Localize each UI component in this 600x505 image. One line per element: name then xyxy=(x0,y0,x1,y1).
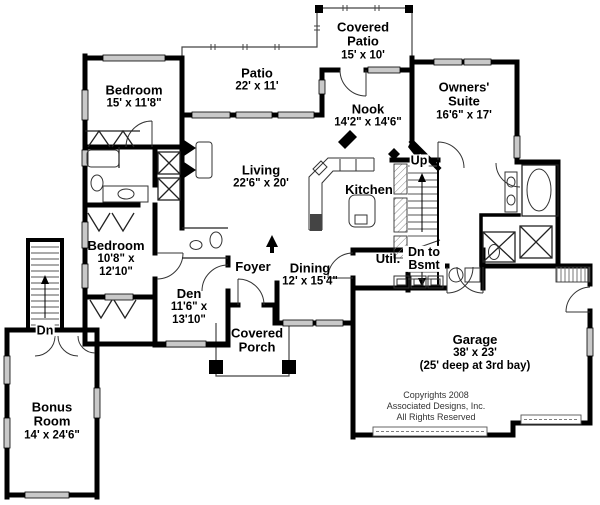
fireplace-wedge xyxy=(184,162,196,178)
bathtub xyxy=(86,149,120,168)
sink xyxy=(117,188,135,200)
nook-corner-decor xyxy=(338,130,357,149)
room-name: Patio xyxy=(241,65,273,81)
room-dims: 10'8" x 12'10" xyxy=(97,253,135,279)
water-heater xyxy=(448,267,464,283)
owners-tub xyxy=(526,168,552,212)
copyright-line-3: All Rights Reserved xyxy=(396,411,476,422)
room-dims: 14' x 24'6" xyxy=(24,428,80,441)
room-label-patio: Patio 22' x 11' xyxy=(217,65,297,94)
room-name: Den xyxy=(176,286,202,302)
room-label-den: Den 11'6" x 13'10" xyxy=(163,286,215,327)
room-name: Garage xyxy=(452,332,498,348)
room-label-kitchen: Kitchen xyxy=(334,181,404,197)
room-label-dining: Dining 12' x 15'4" xyxy=(265,260,355,289)
room-name: Living xyxy=(241,162,281,178)
kitchen-island xyxy=(348,194,376,228)
vanity xyxy=(102,185,149,203)
porch-post xyxy=(282,360,296,374)
room-dims: 11'6" x 13'10" xyxy=(170,301,208,327)
windows xyxy=(3,54,594,499)
room-dims: 38' x 23' xyxy=(453,347,497,360)
fixtures xyxy=(86,141,552,289)
sink xyxy=(506,194,516,206)
room-label-nook: Nook 14'2" x 14'6" xyxy=(308,101,428,130)
room-dims: 16'6" x 17' xyxy=(436,108,492,121)
copyright-notice: Copyrights 2008 Associated Designs, Inc.… xyxy=(351,390,521,422)
stair-newel xyxy=(388,148,400,160)
sink xyxy=(189,240,203,250)
room-name: Bedroom xyxy=(105,82,163,98)
room-name: Nook xyxy=(351,101,385,117)
room-label-living: Living 22'6" x 20' xyxy=(216,162,306,191)
patio-post xyxy=(315,5,323,13)
solid-elements xyxy=(184,5,424,374)
sink xyxy=(506,176,516,188)
room-label-bedroom-1: Bedroom 15' x 11'8" xyxy=(89,82,179,111)
room-dims: 22' x 11' xyxy=(235,80,279,93)
foyer-decor xyxy=(266,235,278,247)
room-name: Bedroom xyxy=(87,238,145,254)
room-label-owners-suite: Owners' Suite 16'6" x 17' xyxy=(432,80,496,121)
toilet xyxy=(90,174,104,192)
room-label-utility: Util. xyxy=(368,250,408,266)
room-label-foyer: Foyer xyxy=(223,258,283,274)
room-name: Bonus Room xyxy=(31,399,73,429)
fireplace-hearth xyxy=(195,141,213,179)
room-dims: 15' x 11'8" xyxy=(106,97,162,110)
stair-label-down-bonus: Dn xyxy=(35,323,55,338)
owners-vanity xyxy=(504,171,518,213)
toilet xyxy=(488,244,500,260)
stair-label-up: Up xyxy=(409,153,429,168)
room-name: Covered Patio xyxy=(336,19,390,49)
room-label-bonus-room: Bonus Room 14' x 24'6" xyxy=(22,400,82,441)
room-note: (25' deep at 3rd bay) xyxy=(419,360,531,373)
room-label-garage: Garage 38' x 23' (25' deep at 3rd bay) xyxy=(375,332,575,373)
suite-entry-decor xyxy=(408,139,424,157)
room-name: Owners' Suite xyxy=(438,79,490,109)
hatched-areas xyxy=(393,163,591,283)
room-dims: 14'2" x 14'6" xyxy=(334,116,402,129)
range xyxy=(310,214,322,231)
toilet xyxy=(209,231,223,249)
fireplace-wedge xyxy=(184,140,196,156)
room-name: Util. xyxy=(375,250,401,266)
room-dims: 22'6" x 20' xyxy=(233,177,289,190)
room-name: Kitchen xyxy=(345,181,393,197)
patio-post xyxy=(405,5,413,13)
room-dims: 12' x 15'4" xyxy=(282,275,338,288)
room-label-covered-patio: Covered Patio 15' x 10' xyxy=(331,20,395,61)
foyer-decor xyxy=(270,247,274,253)
copyright-line-2: Associated Designs, Inc. xyxy=(386,400,486,411)
room-label-bedroom-2: Bedroom 10'8" x 12'10" xyxy=(86,238,146,279)
island-sink xyxy=(354,214,368,225)
room-name: Covered Porch xyxy=(230,325,284,355)
porch-post xyxy=(209,360,223,374)
room-dims: 15' x 10' xyxy=(341,48,385,61)
corner-sink xyxy=(312,160,328,176)
room-name: Dining xyxy=(289,260,331,276)
room-name: Foyer xyxy=(235,258,271,274)
stair-label-down-to-basement: Dn to Bsmt xyxy=(403,245,445,273)
garage-doors xyxy=(372,414,582,437)
copyright-line-1: Copyrights 2008 xyxy=(403,389,469,400)
room-label-covered-porch: Covered Porch xyxy=(225,325,289,356)
